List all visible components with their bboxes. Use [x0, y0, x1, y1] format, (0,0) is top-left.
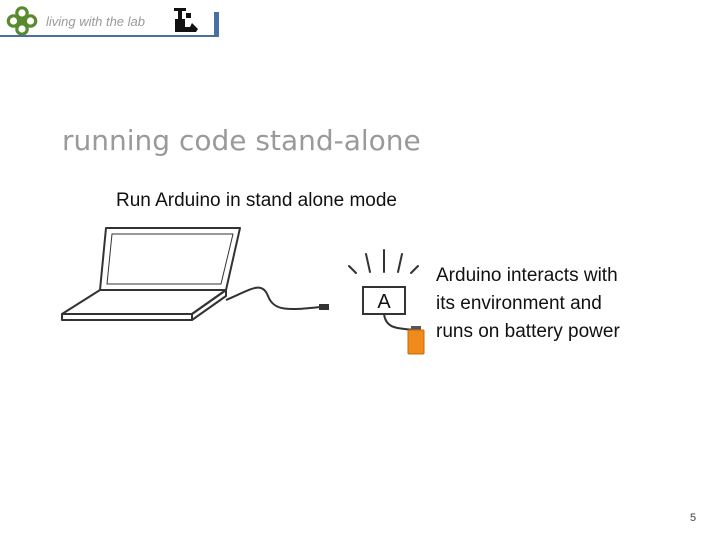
louisiana-tech-seal-icon — [174, 8, 198, 32]
battery-icon — [407, 326, 425, 355]
slide-title: running code stand-alone — [62, 124, 421, 157]
description-line: Arduino interacts with — [436, 265, 618, 286]
page-number: 5 — [690, 512, 697, 524]
header-banner: living with the lab — [0, 0, 220, 38]
arduino-board-icon: A — [362, 286, 406, 315]
description-line: its environment and — [436, 293, 602, 314]
description-line: runs on battery power — [436, 321, 620, 342]
clover-knot-icon — [6, 6, 38, 36]
header-divider — [0, 35, 214, 37]
figure-caption: Run Arduino in stand alone mode — [116, 190, 397, 211]
usb-cable — [225, 286, 321, 311]
laptop-icon — [61, 227, 241, 321]
usb-plug — [319, 304, 329, 310]
description-text: Arduino interacts with its environment a… — [436, 262, 620, 346]
header-accent-bar — [214, 12, 219, 37]
header-text: living with the lab — [46, 14, 145, 29]
battery-wire — [383, 313, 415, 331]
activity-rays — [348, 249, 419, 274]
board-label: A — [377, 291, 391, 313]
